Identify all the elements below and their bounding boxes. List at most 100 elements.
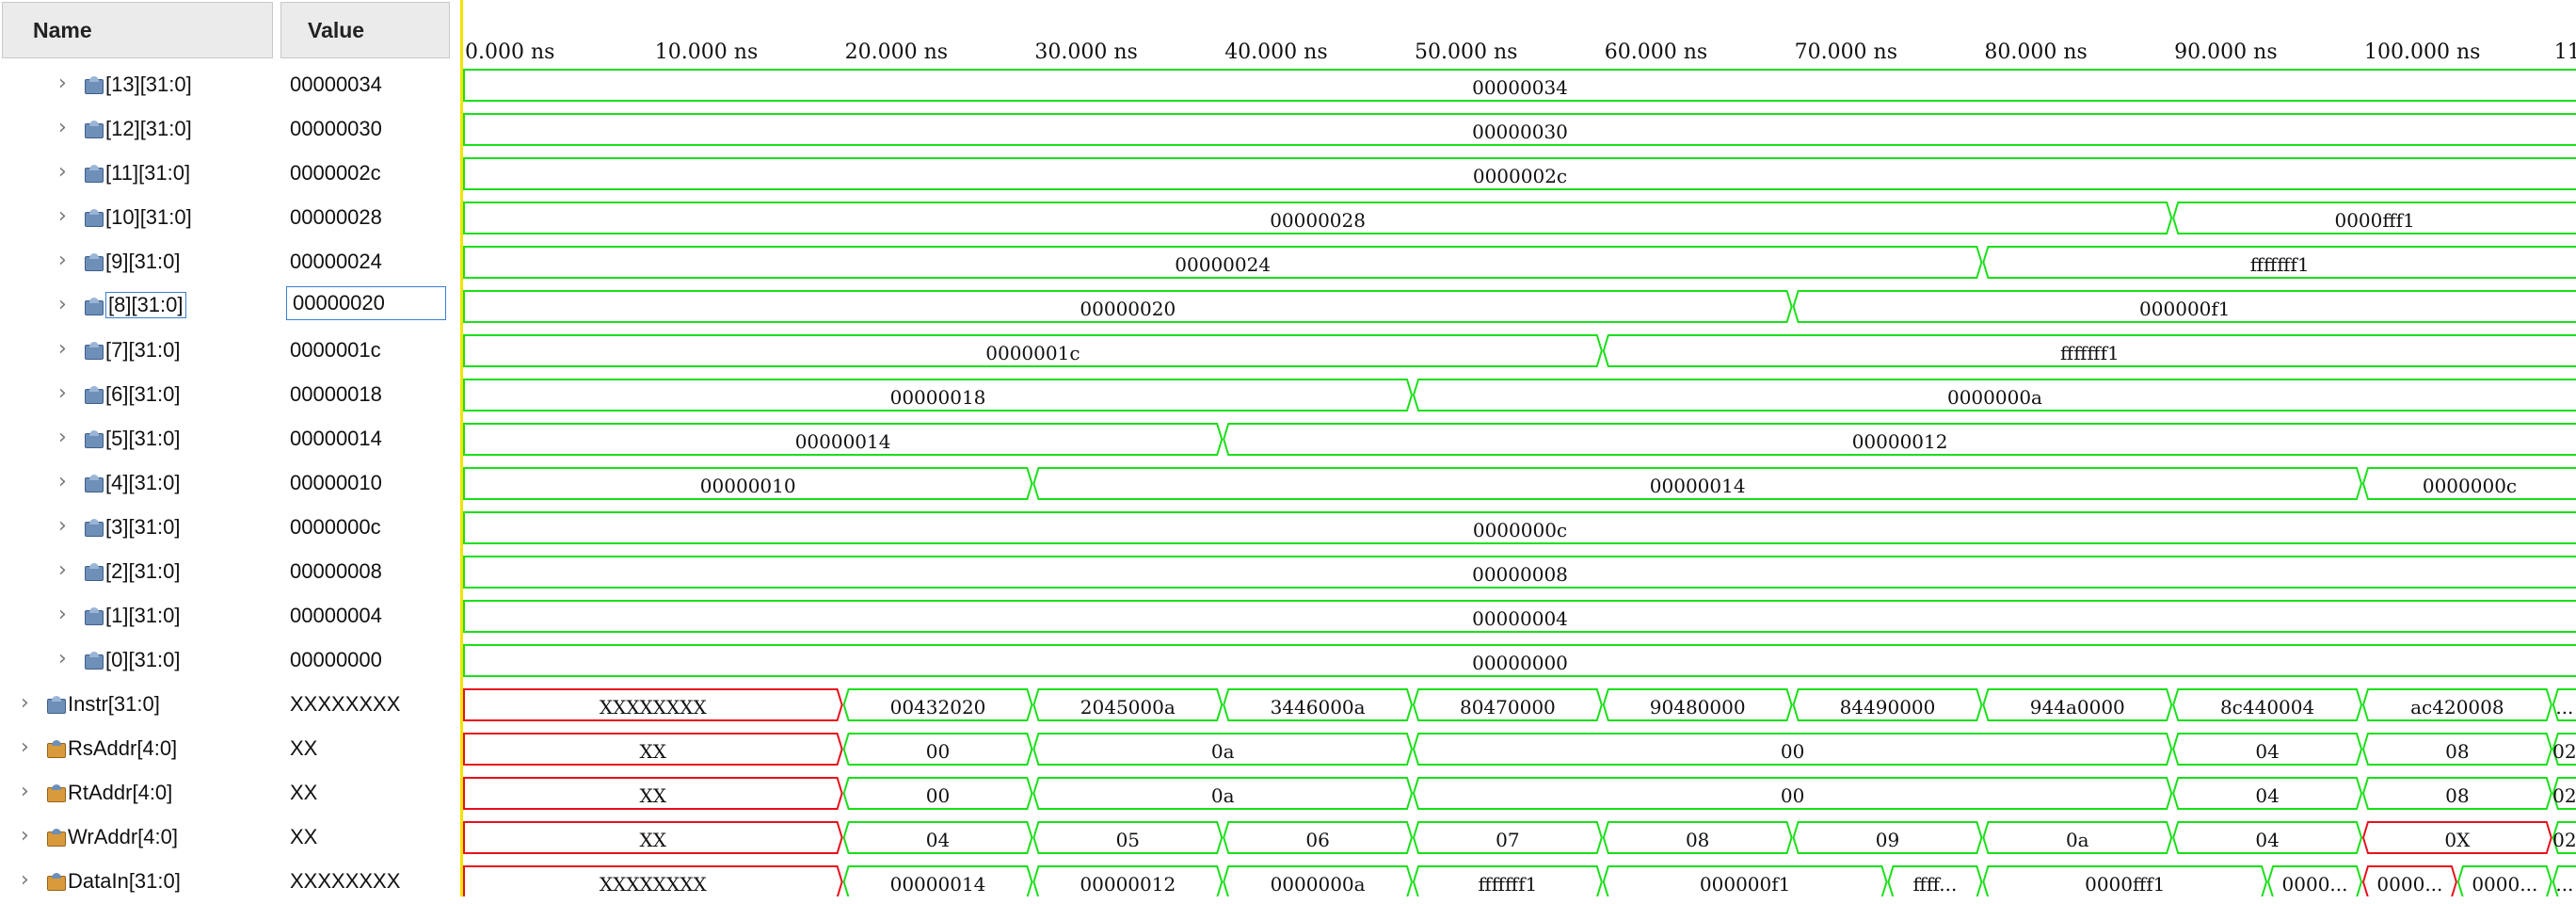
signal-value: 00000004: [290, 604, 382, 627]
signal-name: [12][31:0]: [105, 117, 192, 140]
signal-row[interactable]: ›[6][31:0]: [0, 373, 273, 417]
value-row[interactable]: 00000008: [280, 550, 450, 594]
bus-icon: [47, 696, 66, 714]
chevron-right-icon[interactable]: ›: [58, 160, 67, 184]
segment-value-label: 00000020: [1080, 298, 1176, 320]
signal-name: WrAddr[4:0]: [68, 825, 178, 848]
value-row[interactable]: XXXXXXXX: [280, 683, 450, 727]
chevron-right-icon[interactable]: ›: [58, 116, 67, 139]
chevron-right-icon[interactable]: ›: [58, 558, 67, 582]
signal-row[interactable]: ›[8][31:0]: [0, 284, 273, 329]
segment-value-label: 08: [1686, 829, 1709, 851]
chevron-right-icon[interactable]: ›: [58, 426, 67, 449]
signal-row[interactable]: › [13][31:0]: [0, 63, 273, 107]
chevron-right-icon[interactable]: ›: [58, 470, 67, 493]
chevron-right-icon[interactable]: ›: [58, 72, 67, 95]
value-row[interactable]: 00000028: [280, 196, 450, 240]
signal-row[interactable]: ›[10][31:0]: [0, 196, 273, 240]
segment-value-label: 00000030: [1472, 121, 1568, 143]
signal-row[interactable]: ›RsAddr[4:0]: [0, 727, 273, 771]
segment-value-label: 06: [1305, 829, 1329, 851]
bus-icon: [85, 652, 104, 670]
value-row[interactable]: 0000000c: [280, 506, 450, 550]
value-row[interactable]: XX: [280, 727, 450, 771]
signal-row[interactable]: › [4][31:0]: [0, 461, 273, 506]
chevron-right-icon[interactable]: ›: [58, 249, 67, 272]
signal-name: [11][31:0]: [105, 161, 191, 185]
signal-name: [13][31:0]: [105, 73, 192, 96]
signal-row[interactable]: ›RtAddr[4:0]: [0, 771, 273, 815]
value-row[interactable]: 00000010: [280, 461, 450, 506]
chevron-right-icon[interactable]: ›: [58, 293, 67, 316]
chevron-right-icon[interactable]: ›: [21, 868, 29, 892]
segment-value-label: 00000014: [795, 430, 891, 453]
value-segment: [2552, 821, 2576, 854]
port-icon: [47, 873, 66, 891]
chevron-right-icon[interactable]: ›: [21, 691, 29, 715]
signal-row[interactable]: › [11][31:0]: [0, 152, 273, 196]
value-row[interactable]: XXXXXXXX: [280, 860, 450, 904]
signal-row[interactable]: › [12][31:0]: [0, 107, 273, 152]
signal-row[interactable]: › WrAddr[4:0]: [0, 815, 273, 860]
bus-icon: [85, 563, 104, 581]
chevron-right-icon[interactable]: ›: [58, 381, 67, 405]
signal-row[interactable]: ›[0][31:0]: [0, 638, 273, 683]
value-row[interactable]: 00000000: [280, 638, 450, 683]
signal-name: [5][31:0]: [105, 427, 181, 450]
value-row[interactable]: 00000034: [280, 63, 450, 107]
value-row[interactable]: 0000002c: [280, 152, 450, 196]
signal-row[interactable]: ›[3][31:0]: [0, 506, 273, 550]
port-icon: [47, 784, 66, 802]
value-segment: [1792, 290, 2576, 323]
signal-row[interactable]: ›Instr[31:0]: [0, 683, 273, 727]
segment-value-label: ac420008: [2410, 696, 2504, 718]
chevron-right-icon[interactable]: ›: [58, 647, 67, 670]
signal-row[interactable]: ›[2][31:0]: [0, 550, 273, 594]
chevron-right-icon[interactable]: ›: [58, 603, 67, 626]
value-row[interactable]: 00000020: [280, 284, 450, 329]
name-column-header[interactable]: Name: [2, 2, 273, 58]
chevron-right-icon[interactable]: ›: [21, 824, 29, 848]
signal-row[interactable]: ›[1][31:0]: [0, 594, 273, 638]
segment-value-label: 0000fff1: [2334, 209, 2414, 232]
segment-value-label: 90480000: [1650, 696, 1746, 718]
segment-value-label: 00000034: [1472, 76, 1568, 99]
chevron-right-icon[interactable]: ›: [58, 337, 67, 361]
value-row[interactable]: 00000024: [280, 240, 450, 284]
signal-row[interactable]: › [5][31:0]: [0, 417, 273, 461]
chevron-right-icon[interactable]: ›: [21, 780, 29, 803]
chevron-right-icon[interactable]: ›: [21, 735, 29, 759]
signal-row[interactable]: ›[7][31:0]: [0, 329, 273, 373]
value-segment: [1412, 688, 1603, 721]
signal-row[interactable]: ›DataIn[31:0]: [0, 860, 273, 904]
chevron-right-icon[interactable]: ›: [58, 204, 67, 228]
value-row[interactable]: 00000018: [280, 373, 450, 417]
signal-row[interactable]: ›[9][31:0]: [0, 240, 273, 284]
signal-value: 00000020: [286, 286, 446, 320]
value-row[interactable]: 00000030: [280, 107, 450, 152]
value-segment: [2267, 865, 2363, 896]
signal-value: XX: [290, 825, 318, 848]
chevron-right-icon[interactable]: ›: [58, 514, 67, 538]
value-segment: [1982, 865, 2268, 896]
value-row[interactable]: 00000014: [280, 417, 450, 461]
signal-name: [4][31:0]: [105, 471, 181, 494]
value-row[interactable]: 00000004: [280, 594, 450, 638]
segment-value-label: 00: [1781, 740, 1804, 763]
value-segment: [1032, 467, 2363, 500]
bus-icon: [85, 76, 104, 94]
value-segment: [463, 556, 2576, 589]
segment-value-label: 00: [926, 740, 950, 763]
time-tick-label: 40.000 ns: [1224, 40, 1327, 64]
value-row[interactable]: 0000001c: [280, 329, 450, 373]
signal-value: 00000018: [290, 382, 382, 406]
value-segment: [1412, 865, 1603, 896]
value-segment: [463, 157, 2576, 190]
value-row[interactable]: XX: [280, 771, 450, 815]
value-segment: [2172, 777, 2363, 810]
value-column-header[interactable]: Value: [280, 2, 450, 58]
time-cursor[interactable]: [460, 0, 463, 896]
signal-value: 00000028: [290, 205, 382, 229]
value-row[interactable]: XX: [280, 815, 450, 860]
